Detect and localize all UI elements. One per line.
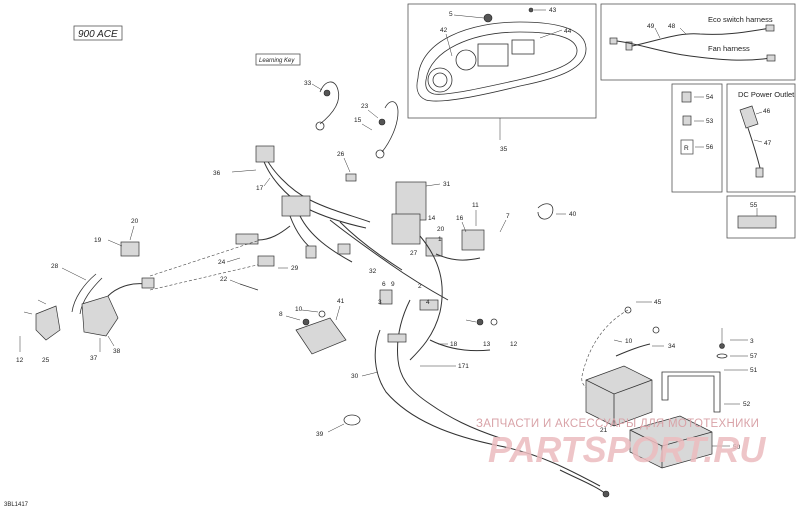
callout-24: 24 (218, 259, 226, 266)
learning-key-parts: 33 23 15 26 (304, 80, 399, 182)
callout-17: 17 (256, 185, 264, 192)
callout-20-left: 20 (131, 218, 139, 225)
ecu-module: 8 10 41 (279, 298, 347, 355)
callout-2: 2 (418, 283, 422, 290)
callout-18: 18 (450, 341, 458, 348)
callout-22: 22 (220, 276, 228, 283)
callout-57: 57 (750, 353, 758, 360)
callout-4: 4 (426, 299, 430, 306)
relay-letter: R (684, 145, 689, 152)
callout-26: 26 (337, 151, 345, 158)
learning-key-badge: Learning Key (255, 53, 301, 66)
callout-30: 30 (351, 373, 359, 380)
callout-44: 44 (564, 28, 572, 35)
callout-54: 54 (706, 94, 714, 101)
callout-16: 16 (456, 215, 464, 222)
watermark-tagline: ЗАПЧАСТИ И АКСЕССУАРЫ ДЛЯ МОТОТЕХНИКИ (476, 418, 759, 430)
callout-56: 56 (706, 144, 714, 151)
callout-13: 13 (483, 341, 491, 348)
left-component-group: 19 20 28 12 25 37 38 (16, 218, 155, 364)
dc-power-outlet-title: DC Power Outlet (738, 90, 795, 99)
callout-50: 50 (733, 444, 741, 451)
label-inset-box: 55 (726, 195, 796, 239)
callout-25: 25 (42, 357, 50, 364)
main-wiring-harness (235, 145, 601, 487)
fan-harness-title: Fan harness (708, 44, 750, 53)
callout-43: 43 (549, 7, 557, 14)
diagram-code: 3BL1417 (4, 502, 29, 508)
dc-outlet-inset-box: DC Power Outlet 46 47 (726, 83, 796, 193)
eco-switch-harness-title: Eco switch harness (708, 15, 773, 24)
callout-49: 49 (647, 23, 655, 30)
callout-37: 37 (90, 355, 98, 362)
callout-10-left: 10 (295, 306, 303, 313)
callout-31: 31 (443, 181, 451, 188)
callout-7: 7 (506, 213, 510, 220)
watermark-brand: PARTSPORT.RU (488, 429, 766, 470)
harness-inset-box: Eco switch harness Fan harness 49 48 (600, 3, 796, 81)
callout-27: 27 (410, 250, 418, 257)
callout-8: 8 (279, 311, 283, 318)
relay-inset-box: R 54 53 56 (671, 83, 723, 193)
callout-36: 36 (213, 170, 221, 177)
learning-key-label: Learning Key (259, 58, 295, 64)
callout-23: 23 (361, 103, 369, 110)
callout-53: 53 (706, 118, 714, 125)
callout-3-upper: 3 (378, 299, 382, 306)
callout-40: 40 (569, 211, 577, 218)
model-badge: 900 ACE (73, 25, 123, 41)
callout-171: 171 (458, 363, 469, 370)
callout-47: 47 (764, 140, 772, 147)
callout-45: 45 (654, 299, 662, 306)
callout-39: 39 (316, 431, 324, 438)
callout-29: 29 (291, 265, 299, 272)
battery-area: 45 10 34 21 52 50 3 57 51 (581, 299, 758, 469)
callout-42: 42 (440, 27, 448, 34)
callout-12-right: 12 (510, 341, 518, 348)
callout-52: 52 (743, 401, 751, 408)
gauge-cluster-box: 5 43 42 44 (407, 3, 597, 119)
callout-9: 9 (391, 281, 395, 288)
callout-20-upper: 20 (437, 226, 445, 233)
callout-15: 15 (354, 117, 362, 124)
callout-34: 34 (668, 343, 676, 350)
callout-32: 32 (369, 268, 377, 275)
callout-10-right: 10 (625, 338, 633, 345)
callout-5: 5 (449, 11, 453, 18)
watermark: ЗАПЧАСТИ И АКСЕССУАРЫ ДЛЯ МОТОТЕХНИКИ PA… (476, 418, 766, 470)
callout-38: 38 (113, 348, 121, 355)
callout-1: 1 (438, 236, 442, 243)
callout-46: 46 (763, 108, 771, 115)
callout-28: 28 (51, 263, 59, 270)
callout-14: 14 (428, 215, 436, 222)
model-label: 900 ACE (78, 29, 118, 40)
callout-12-left: 12 (16, 357, 24, 364)
callout-41: 41 (337, 298, 345, 305)
callout-55: 55 (750, 202, 758, 209)
callout-19: 19 (94, 237, 102, 244)
callout-3-right: 3 (750, 338, 754, 345)
callout-6: 6 (382, 281, 386, 288)
callout-48: 48 (668, 23, 676, 30)
callout-33: 33 (304, 80, 312, 87)
callout-21: 21 (600, 427, 608, 434)
callout-51: 51 (750, 367, 758, 374)
callout-35: 35 (500, 146, 508, 153)
callout-11: 11 (472, 202, 479, 209)
